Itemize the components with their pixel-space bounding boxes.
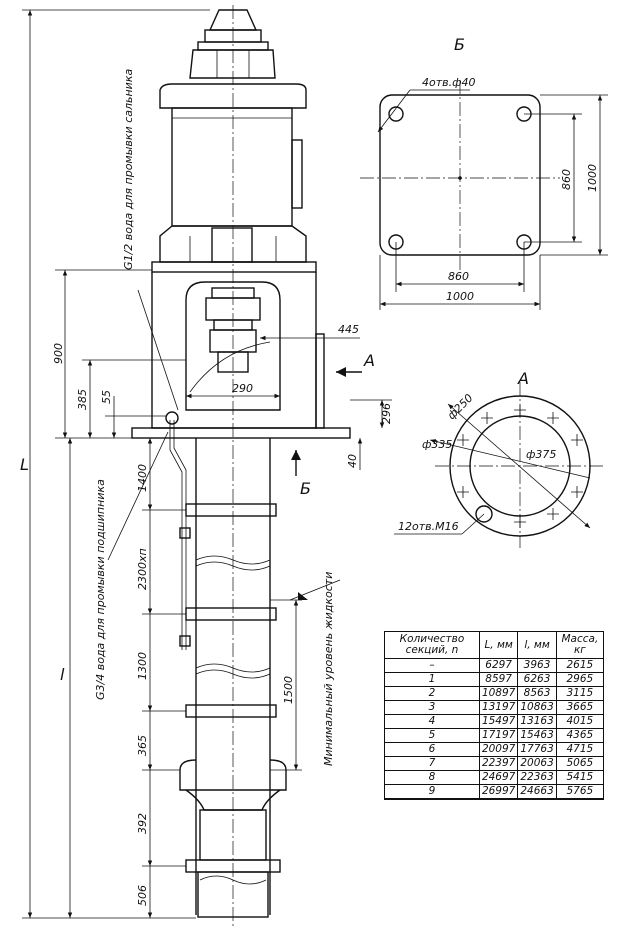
cell-n: 4	[384, 714, 480, 729]
min-level-note: Минимальный уровень жидкости	[322, 572, 335, 766]
cell-mass: 5415	[555, 770, 605, 785]
cell-l: 6263	[517, 672, 557, 687]
dim-2300: 2300хп	[136, 548, 149, 590]
cell-mass: 3115	[555, 686, 605, 701]
flange-view-a	[394, 382, 605, 548]
header-sections: Количество секций, n	[384, 631, 480, 659]
cell-n	[384, 798, 480, 800]
cell-l: 8563	[517, 686, 557, 701]
cell-n: 1	[384, 672, 480, 687]
dim-445: 445	[338, 323, 359, 336]
cell-n: 8	[384, 770, 480, 785]
cell-L: 13197	[478, 700, 519, 715]
dim-L: L	[20, 455, 29, 474]
top-view-b	[360, 80, 608, 310]
cell-l: 22363	[517, 770, 557, 785]
cell-n: 5	[384, 728, 480, 743]
header-l: l, мм	[517, 631, 557, 659]
cell-L: 6297	[478, 658, 519, 673]
cell-n: 3	[384, 700, 480, 715]
cell-mass: 4015	[555, 714, 605, 729]
cell-mass: 5765	[555, 784, 605, 799]
dim-40: 40	[346, 454, 359, 468]
dim-290: 290	[232, 382, 253, 395]
table-row	[384, 798, 605, 800]
elevation-dimensions	[22, 9, 210, 919]
cell-L: 26997	[478, 784, 519, 799]
right-dimensions	[107, 289, 392, 771]
cell-mass: 4715	[555, 742, 605, 757]
arrow-a-label: А	[363, 351, 375, 370]
dim-1000-horizontal: 1000	[446, 290, 474, 303]
cell-mass: 3665	[555, 700, 605, 715]
cell-L: 22397	[478, 756, 519, 771]
top-holes-note: 4отв.ф40	[422, 76, 476, 89]
dim-l: l	[60, 665, 65, 684]
header-L: L, мм	[478, 631, 519, 659]
dim-506: 506	[136, 885, 149, 906]
cell-n: 6	[384, 742, 480, 757]
dim-900: 900	[52, 343, 65, 364]
dim-1400: 1400	[136, 464, 149, 492]
sections-table: Количество секций, n L, мм l, мм Масса, …	[384, 631, 605, 800]
cell-n: 9	[384, 784, 480, 799]
dim-860-vertical: 860	[560, 169, 573, 190]
cell-l: 20063	[517, 756, 557, 771]
cell-n: 7	[384, 756, 480, 771]
dim-1500: 1500	[282, 676, 295, 704]
cell-L: 10897	[478, 686, 519, 701]
cell-l: 13163	[517, 714, 557, 729]
pump-elevation	[131, 5, 351, 928]
cell-mass: 5065	[555, 756, 605, 771]
dim-55: 55	[100, 390, 113, 404]
top-view-label: Б	[454, 35, 465, 54]
flange-d375: ф375	[526, 448, 556, 461]
bearing-water-note: G3/4 вода для промывки подшипника	[94, 479, 107, 700]
dim-1300: 1300	[136, 652, 149, 680]
dim-1000-vertical: 1000	[586, 164, 599, 192]
cell-L	[478, 798, 519, 800]
cell-L: 8597	[478, 672, 519, 687]
cell-L: 24697	[478, 770, 519, 785]
flange-d250: ф250	[445, 391, 476, 422]
cell-L: 20097	[478, 742, 519, 757]
dim-392: 392	[136, 813, 149, 834]
cell-mass: 2615	[555, 658, 605, 673]
cell-l: 15463	[517, 728, 557, 743]
table-header-row: Количество секций, n L, мм l, мм Масса, …	[384, 631, 605, 659]
cell-l: 17763	[517, 742, 557, 757]
cell-mass: 4365	[555, 728, 605, 743]
dim-296: 296	[380, 403, 393, 424]
cell-mass: 2965	[555, 672, 605, 687]
cell-L: 15497	[478, 714, 519, 729]
dim-385: 385	[76, 389, 89, 410]
flange-d335: ф335	[422, 438, 452, 451]
cell-mass	[555, 798, 605, 800]
dim-365: 365	[136, 735, 149, 756]
gland-water-note: G1/2 вода для промывки сальника	[122, 69, 135, 270]
arrow-b-label: Б	[300, 479, 311, 498]
header-mass: Масса, кг	[555, 631, 605, 659]
cell-l: 24663	[517, 784, 557, 799]
flange-holes-note: 12отв.М16	[398, 520, 459, 533]
cell-l: 10863	[517, 700, 557, 715]
dim-860-horizontal: 860	[448, 270, 469, 283]
cell-n: –	[384, 658, 480, 673]
flange-view-label: А	[517, 369, 529, 388]
cell-L: 17197	[478, 728, 519, 743]
cell-n: 2	[384, 686, 480, 701]
cell-l	[517, 798, 557, 800]
cell-l: 3963	[517, 658, 557, 673]
